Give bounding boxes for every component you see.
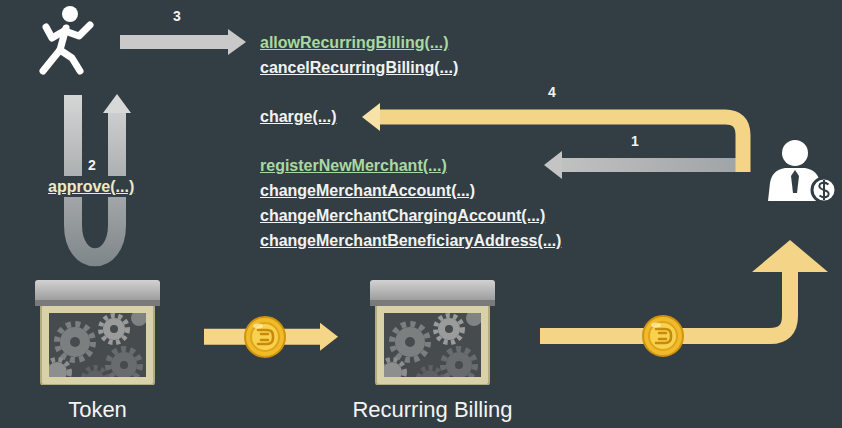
user-figure xyxy=(46,27,64,38)
call-arrow xyxy=(120,29,246,55)
callout-number: 4 xyxy=(548,84,556,100)
user-figure xyxy=(65,25,90,36)
register-arrow xyxy=(561,158,742,172)
call-arrow xyxy=(120,35,229,49)
contract-box: Token xyxy=(35,280,160,423)
function-name: registerNewMerchant(...) xyxy=(260,156,447,175)
coin xyxy=(245,317,285,357)
callout-number: 2 xyxy=(88,157,96,173)
function-name: changeMerchantAccount(...) xyxy=(260,181,475,200)
contract-icon xyxy=(370,280,495,385)
function-name: charge(...) xyxy=(260,107,336,126)
register-arrow xyxy=(544,151,562,179)
contract-icon xyxy=(35,280,160,385)
contract-icon xyxy=(370,280,495,385)
payout-arrow xyxy=(540,240,828,356)
callout-number: 3 xyxy=(173,8,181,24)
merchant-figure xyxy=(812,178,836,202)
user-figure xyxy=(60,50,80,71)
function-name: changeMerchantChargingAccount(...) xyxy=(260,206,545,225)
contract-name: Token xyxy=(68,397,127,423)
contract-box: Recurring Billing xyxy=(348,280,517,423)
user-figure xyxy=(62,6,78,22)
call-arrow xyxy=(228,29,246,55)
function-name: cancelRecurringBilling(...) xyxy=(260,58,458,77)
merchant-figure xyxy=(791,170,799,193)
merchant-figure xyxy=(782,140,808,166)
function-name: allowRecurringBilling(...) xyxy=(260,33,448,52)
register-arrow xyxy=(544,151,742,179)
payout-arrow xyxy=(752,240,828,272)
contract-name: Recurring Billing xyxy=(352,397,512,423)
coin xyxy=(643,316,683,356)
callout-number: 1 xyxy=(631,133,639,149)
function-name: approve(...) xyxy=(45,176,137,197)
contract-icon xyxy=(35,280,160,385)
merchant-figure xyxy=(768,140,836,202)
function-name: changeMerchantBeneficiaryAddress(...) xyxy=(260,231,561,250)
merchant-figure xyxy=(819,180,828,200)
approve-loop-arrow xyxy=(103,94,131,113)
user-figure xyxy=(43,50,60,71)
arrow-head xyxy=(320,323,338,351)
charge-arrow xyxy=(362,103,380,131)
user-figure xyxy=(43,6,90,71)
